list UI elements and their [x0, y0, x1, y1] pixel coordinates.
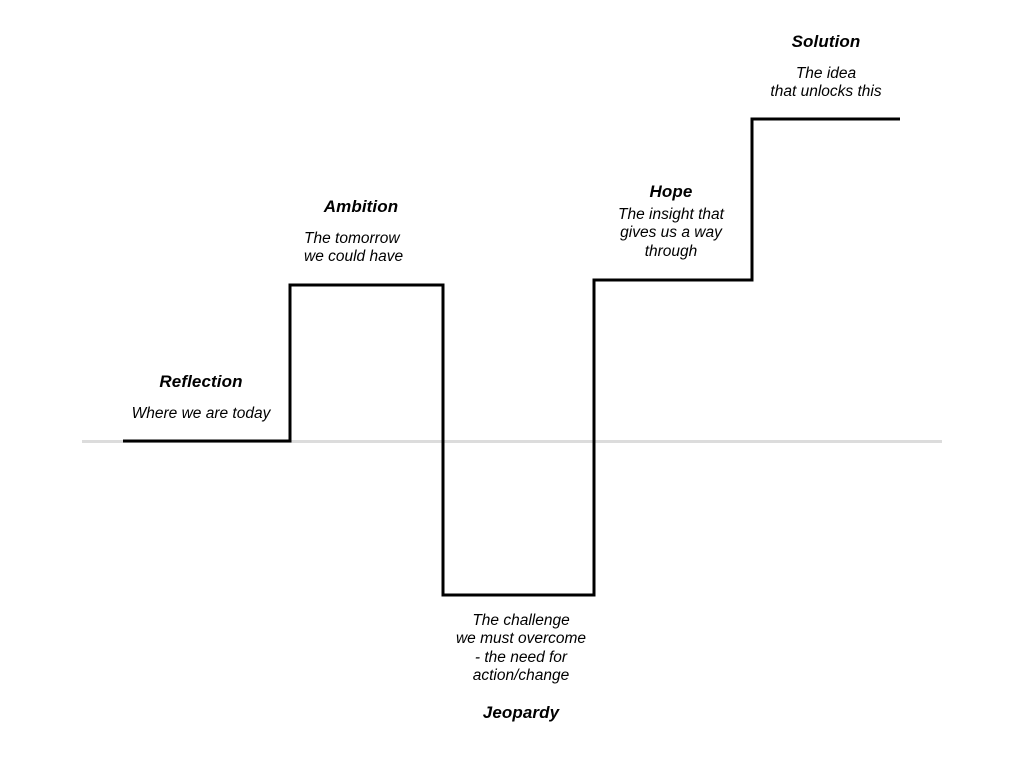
stage-label-hope: Hope The insight that gives us a way thr… [596, 182, 746, 261]
stage-title-hope: Hope [649, 182, 693, 201]
stage-desc-solution: The idea that unlocks this [752, 65, 900, 102]
stage-desc-line: gives us a way [620, 224, 722, 242]
stage-desc-hope: The insight that gives us a way through [596, 206, 746, 261]
stage-desc-jeopardy: The challenge we must overcome - the nee… [445, 612, 597, 685]
stage-label-jeopardy: The challenge we must overcome - the nee… [445, 612, 597, 723]
stage-desc-line: Where we are today [131, 405, 271, 423]
stage-desc-line: action/change [472, 666, 570, 684]
stage-title-jeopardy: Jeopardy [482, 703, 560, 723]
stage-desc-line: that unlocks this [770, 83, 882, 101]
stage-desc-line: The tomorrow [304, 230, 400, 248]
stage-desc-ambition: The tomorrow we could have [285, 230, 437, 267]
stage-desc-line: we must overcome [455, 630, 587, 648]
stage-title-ambition: Ambition [323, 197, 399, 216]
stage-label-ambition: Ambition The tomorrow we could have [285, 197, 437, 267]
stage-desc-reflection: Where we are today [123, 405, 279, 423]
stage-desc-line: - the need for [474, 648, 568, 666]
stage-desc-line: The challenge [472, 612, 570, 629]
stage-label-solution: Solution The idea that unlocks this [752, 32, 900, 102]
stage-desc-line: The insight that [618, 206, 724, 224]
stage-desc-line: The idea [795, 65, 857, 83]
stage-title-reflection: Reflection [159, 372, 243, 391]
stage-label-reflection: Reflection Where we are today [123, 372, 279, 423]
story-arc-step-path [123, 117, 900, 597]
stage-desc-line: we could have [304, 248, 404, 266]
stage-desc-line: through [644, 242, 698, 260]
stage-title-solution: Solution [791, 32, 861, 51]
